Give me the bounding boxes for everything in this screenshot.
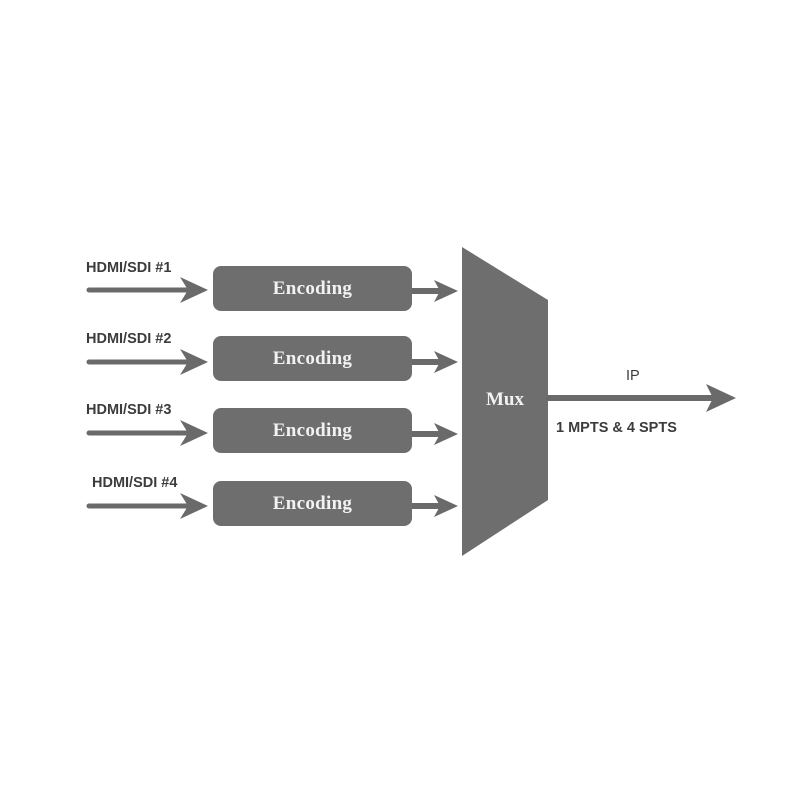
output-ip-label: IP: [626, 368, 640, 384]
input-label-3: HDMI/SDI #3: [86, 402, 172, 418]
encoding-block-label: Encoding: [272, 492, 353, 514]
encoding-block-label: Encoding: [272, 277, 353, 299]
encoding-block-1: Encoding: [213, 266, 412, 311]
mux-label: Mux: [486, 389, 524, 410]
enc-arrow-3: [412, 423, 458, 445]
input-label-1: HDMI/SDI #1: [86, 260, 172, 276]
encoding-block-2: Encoding: [213, 336, 412, 381]
encoding-block-label: Encoding: [272, 347, 353, 369]
output-stream-label: 1 MPTS & 4 SPTS: [556, 420, 677, 436]
enc-arrow-1: [412, 280, 458, 302]
input-arrow-2: [86, 349, 208, 375]
input-label-2: HDMI/SDI #2: [86, 331, 172, 347]
output-arrow: [546, 384, 736, 412]
mux-block: [462, 247, 548, 556]
input-arrow-1: [86, 277, 208, 303]
input-label-4: HDMI/SDI #4: [92, 475, 178, 491]
encoding-block-label: Encoding: [272, 419, 353, 441]
encoding-block-3: Encoding: [213, 408, 412, 453]
input-arrow-3: [86, 420, 208, 446]
encoding-block-4: Encoding: [213, 481, 412, 526]
enc-arrow-4: [412, 495, 458, 517]
input-arrow-4: [86, 493, 208, 519]
enc-arrow-2: [412, 351, 458, 373]
